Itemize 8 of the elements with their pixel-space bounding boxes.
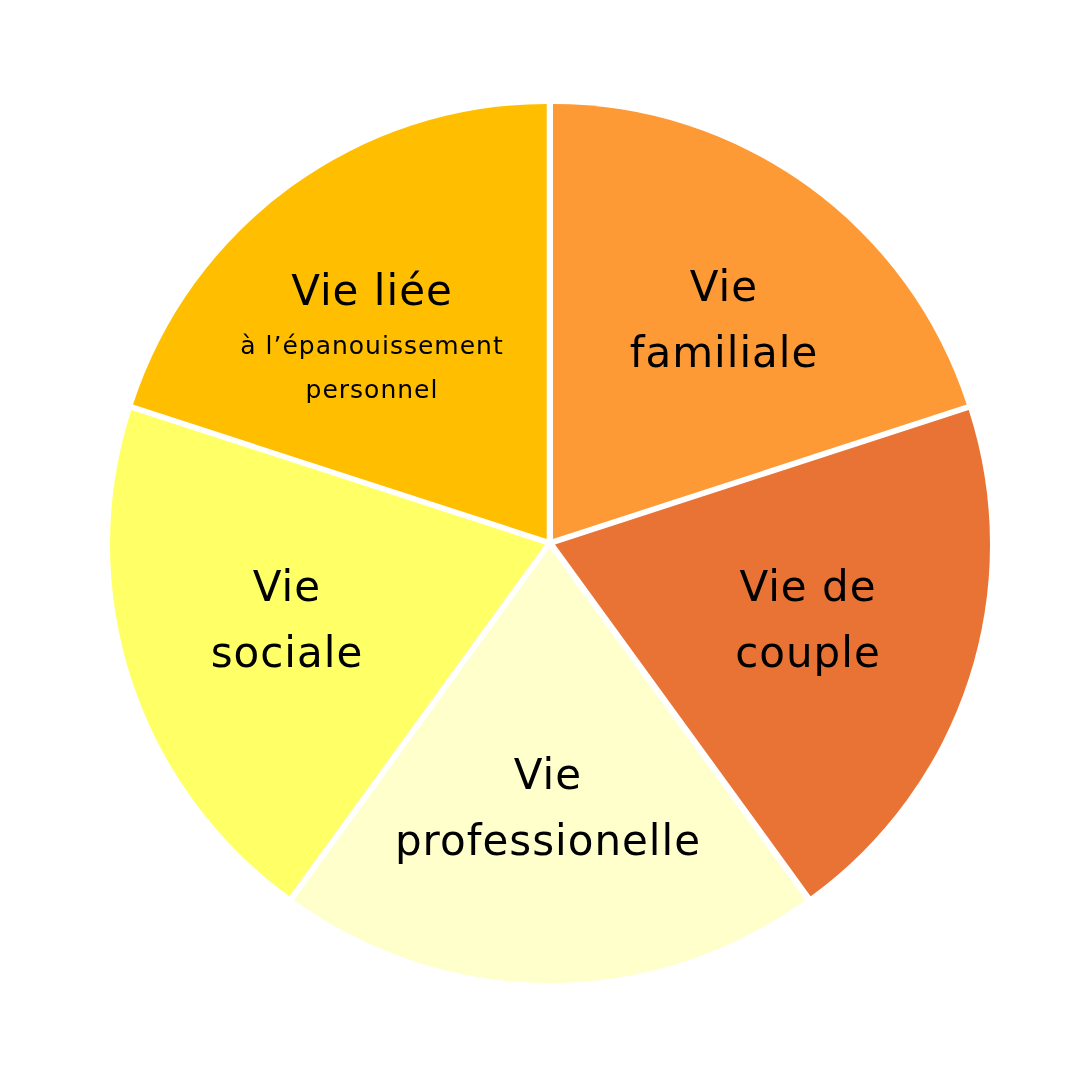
pie-slice: [552, 103, 967, 539]
slice-label: Vie professionelle: [393, 749, 703, 867]
slice-sublabel: à l’épanouissement personnel: [239, 330, 505, 406]
slice-label: Vie familiale: [628, 261, 820, 379]
slice-label: Vie liée: [291, 265, 453, 317]
slice-label: Vie sociale: [209, 561, 365, 679]
slice-label: Vie de couple: [734, 561, 882, 679]
pie-slice: [133, 103, 548, 539]
